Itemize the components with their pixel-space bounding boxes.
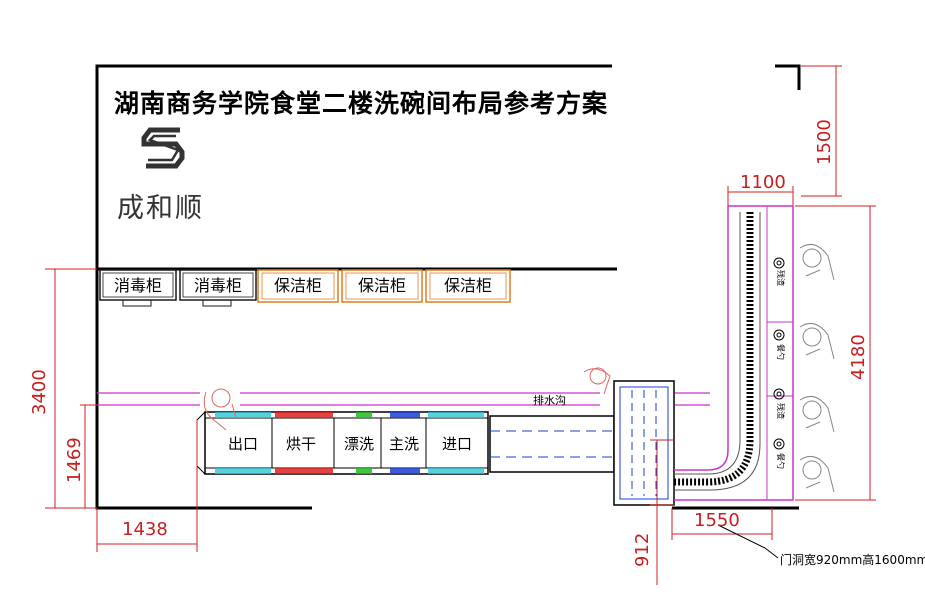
section-label-main-wash: 主洗: [388, 435, 419, 453]
brand-name: 成和顺: [117, 193, 204, 224]
conveyor-tag-1: 残渣: [776, 270, 785, 286]
dim-1469: 1469: [64, 437, 85, 483]
conveyor-tag-markers: [773, 257, 785, 450]
cabinet-box-1: [99, 269, 177, 301]
dishwasher-machine: [196, 380, 675, 506]
walls: [95, 64, 801, 510]
drain-label: 排水沟: [533, 394, 566, 407]
drain-channel: [97, 392, 710, 406]
cabinet-label-1: 消毒柜: [113, 276, 162, 295]
cabinet-box-2: [179, 269, 257, 301]
dim-1438: 1438: [122, 519, 168, 540]
machine-body: [204, 411, 489, 475]
cabinet-label-5: 保洁柜: [443, 276, 492, 295]
worker-figure-6: [583, 367, 611, 395]
cabinet-label-4: 保洁柜: [357, 276, 406, 295]
ss-logo-icon: [141, 127, 185, 169]
cabinet-label-3: 保洁柜: [273, 276, 322, 295]
section-label-rinse: 漂洗: [343, 435, 374, 453]
dim-1550: 1550: [694, 510, 740, 531]
drawing-title: 湖南商务学院食堂二楼洗碗间布局参考方案: [114, 89, 609, 118]
cabinet-box-5: [425, 269, 511, 303]
dim-912: 912: [632, 532, 653, 567]
dim-4180: 4180: [848, 334, 869, 380]
section-label-entry: 进口: [441, 435, 472, 453]
conveyor-tag-2: 餐勺: [776, 344, 785, 360]
dim-1500: 1500: [814, 119, 835, 165]
door-leader: [717, 524, 779, 559]
dimension-lines: [45, 65, 876, 585]
right-top-wall: [775, 64, 801, 90]
sink-unit: [613, 380, 675, 506]
room-outline-wall: [95, 64, 612, 510]
worker-figures: [203, 243, 835, 493]
worker-figure-4: [799, 455, 835, 493]
cabinet-row: [99, 269, 511, 307]
section-label-exit: 出口: [227, 435, 258, 453]
dim-1100: 1100: [740, 172, 786, 193]
worker-figure-5: [203, 388, 237, 431]
cabinet-label-2: 消毒柜: [193, 276, 242, 295]
cabinet-box-4: [341, 269, 423, 303]
conveyor-tag-3: 残渣: [776, 403, 785, 419]
cabinet-box-3: [257, 269, 339, 303]
worker-figure-2: [799, 322, 835, 360]
worker-figure-1: [799, 243, 835, 281]
conveyor-tag-4: 餐勺: [776, 453, 785, 469]
dim-3400: 3400: [29, 369, 50, 415]
return-conveyor: [674, 205, 794, 501]
worker-figure-3: [799, 395, 835, 433]
door-opening-note: 门洞宽920mm高1600mm: [780, 553, 925, 567]
section-label-dry: 烘干: [285, 435, 316, 453]
feed-conveyor: [489, 415, 615, 473]
